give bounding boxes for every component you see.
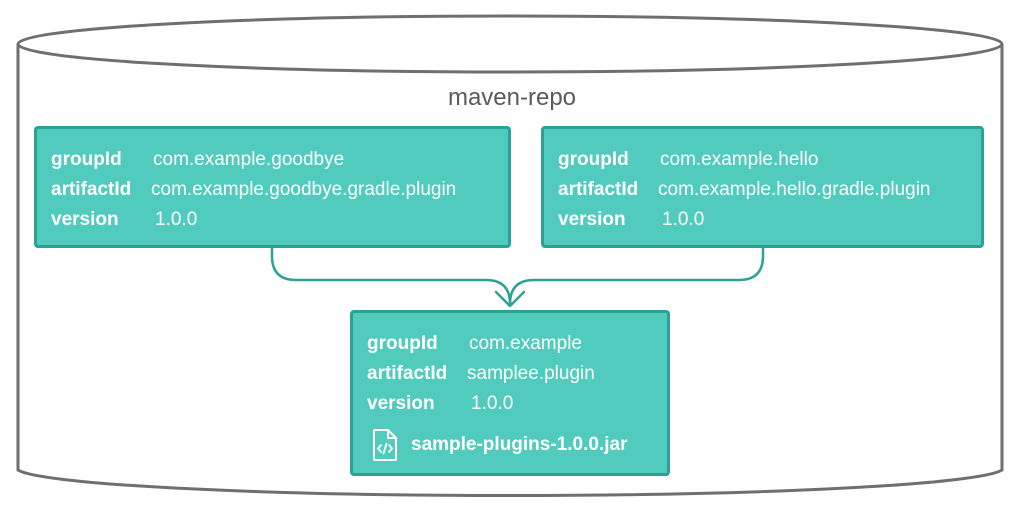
version-row: version 1.0.0: [558, 209, 704, 231]
jar-file-name: sample-plugins-1.0.0.jar: [411, 434, 628, 455]
artifactid-value: samplee.plugin: [467, 363, 595, 384]
version-label: version: [558, 209, 626, 230]
artifactid-value: com.example.goodbye.gradle.plugin: [151, 179, 457, 200]
artifact-box-combined: groupId com.example artifactId samplee.plu…: [350, 310, 670, 476]
version-value: 1.0.0: [155, 209, 198, 230]
version-value: 1.0.0: [471, 393, 514, 414]
groupid-row: groupId com.example.hello: [558, 149, 818, 171]
artifact-box-hello: groupId com.example.hello artifactId com.e…: [541, 126, 984, 248]
groupid-row: groupId com.example.goodbye: [51, 149, 344, 171]
artifactid-value: com.example.hello.gradle.plugin: [658, 179, 931, 200]
groupid-value: com.example.hello: [660, 149, 819, 170]
groupid-label: groupId: [51, 149, 122, 170]
version-row: version 1.0.0: [51, 209, 197, 231]
artifactid-row: artifactId samplee.plugin: [367, 363, 595, 385]
connector-left: [270, 248, 512, 305]
jar-file: sample-plugins-1.0.0.jar: [371, 425, 627, 465]
groupid-value: com.example: [469, 333, 582, 354]
groupid-row: groupId com.example: [367, 333, 582, 355]
artifactid-label: artifactId: [558, 179, 639, 200]
artifact-box-goodbye: groupId com.example.goodbye artifactId com…: [34, 126, 511, 248]
groupid-value: com.example.goodbye: [153, 149, 345, 170]
version-row: version 1.0.0: [367, 393, 513, 415]
groupid-label: groupId: [367, 333, 438, 354]
artifactid-row: artifactId com.example.hello.gradle.plugi…: [558, 179, 931, 201]
version-label: version: [51, 209, 119, 230]
code-file-icon: [373, 429, 397, 461]
artifactid-row: artifactId com.example.goodbye.gradle.plu…: [51, 179, 456, 201]
version-label: version: [367, 393, 435, 414]
cylinder-top: [16, 14, 1004, 74]
artifactid-label: artifactId: [367, 363, 448, 384]
connector-arrowhead: [494, 290, 526, 308]
artifactid-label: artifactId: [51, 179, 132, 200]
connector-right: [508, 248, 765, 305]
version-value: 1.0.0: [662, 209, 705, 230]
repository-title: maven-repo: [447, 84, 577, 111]
groupid-label: groupId: [558, 149, 629, 170]
